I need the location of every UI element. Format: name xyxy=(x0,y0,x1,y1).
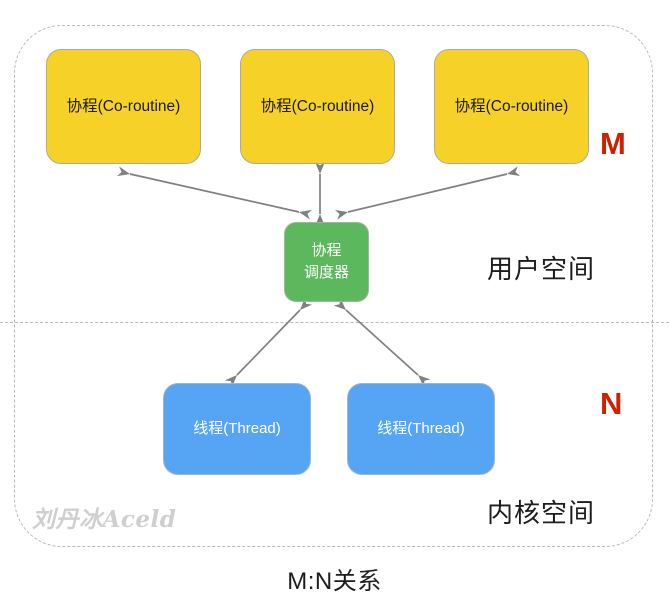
scheduler-label-line1: 协程 xyxy=(311,242,342,260)
thread-label-0: 线程(Thread) xyxy=(193,420,281,438)
coroutine-label-2: 协程(Co-routine) xyxy=(454,97,569,115)
thread-box-1[interactable]: 线程(Thread) xyxy=(347,383,495,475)
author-watermark: 刘丹冰Aceld xyxy=(32,506,177,533)
thread-box-0[interactable]: 线程(Thread) xyxy=(163,383,311,475)
diagram-caption: M:N关系 xyxy=(287,568,382,595)
coroutine-scheduler-box[interactable]: 协程 调度器 xyxy=(284,222,369,302)
thread-label-1: 线程(Thread) xyxy=(377,420,465,438)
coroutine-label-1: 协程(Co-routine) xyxy=(260,97,375,115)
scheduler-label-line2: 调度器 xyxy=(303,264,349,281)
coroutine-box-2[interactable]: 协程(Co-routine) xyxy=(434,49,589,164)
coroutine-box-0[interactable]: 协程(Co-routine) xyxy=(46,49,201,164)
coroutine-box-1[interactable]: 协程(Co-routine) xyxy=(240,49,395,164)
multiplicity-label-m: M xyxy=(600,126,626,161)
user-space-label: 用户空间 xyxy=(487,254,596,284)
system-boundary xyxy=(14,25,653,547)
user-kernel-space-divider xyxy=(0,322,669,323)
multiplicity-label-n: N xyxy=(600,386,623,421)
coroutine-label-0: 协程(Co-routine) xyxy=(66,97,181,115)
kernel-space-label: 内核空间 xyxy=(487,498,596,528)
